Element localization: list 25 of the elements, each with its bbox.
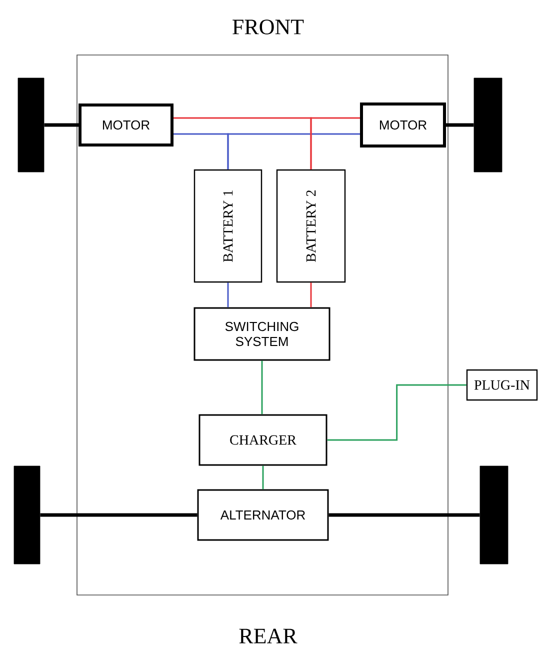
axle-line — [328, 513, 480, 517]
wheel-bar — [14, 466, 40, 564]
wire — [227, 133, 360, 170]
motor-box: MOTOR — [360, 102, 446, 148]
battery-box: BATTERY 2 — [276, 169, 346, 283]
axle-line — [446, 123, 474, 127]
alternator-box: ALTERNATOR — [197, 489, 329, 541]
heading: FRONT — [232, 20, 304, 34]
axle-line — [44, 123, 78, 127]
battery-box: BATTERY 1 — [194, 169, 262, 283]
wire — [262, 466, 264, 490]
heading: REAR — [239, 628, 298, 644]
wire — [261, 360, 263, 414]
wire — [327, 384, 466, 441]
plug-in-box: PLUG-IN — [466, 369, 538, 401]
charger-box: CHARGER — [198, 414, 328, 466]
wheel-bar — [18, 78, 44, 172]
wire — [227, 282, 229, 308]
wheel-bar — [474, 78, 502, 172]
wire — [310, 117, 360, 170]
axle-line — [40, 513, 198, 517]
wire — [310, 282, 312, 308]
switching-box: SWITCHING SYSTEM — [194, 307, 330, 361]
motor-box: MOTOR — [78, 104, 174, 146]
wheel-bar — [480, 466, 508, 564]
